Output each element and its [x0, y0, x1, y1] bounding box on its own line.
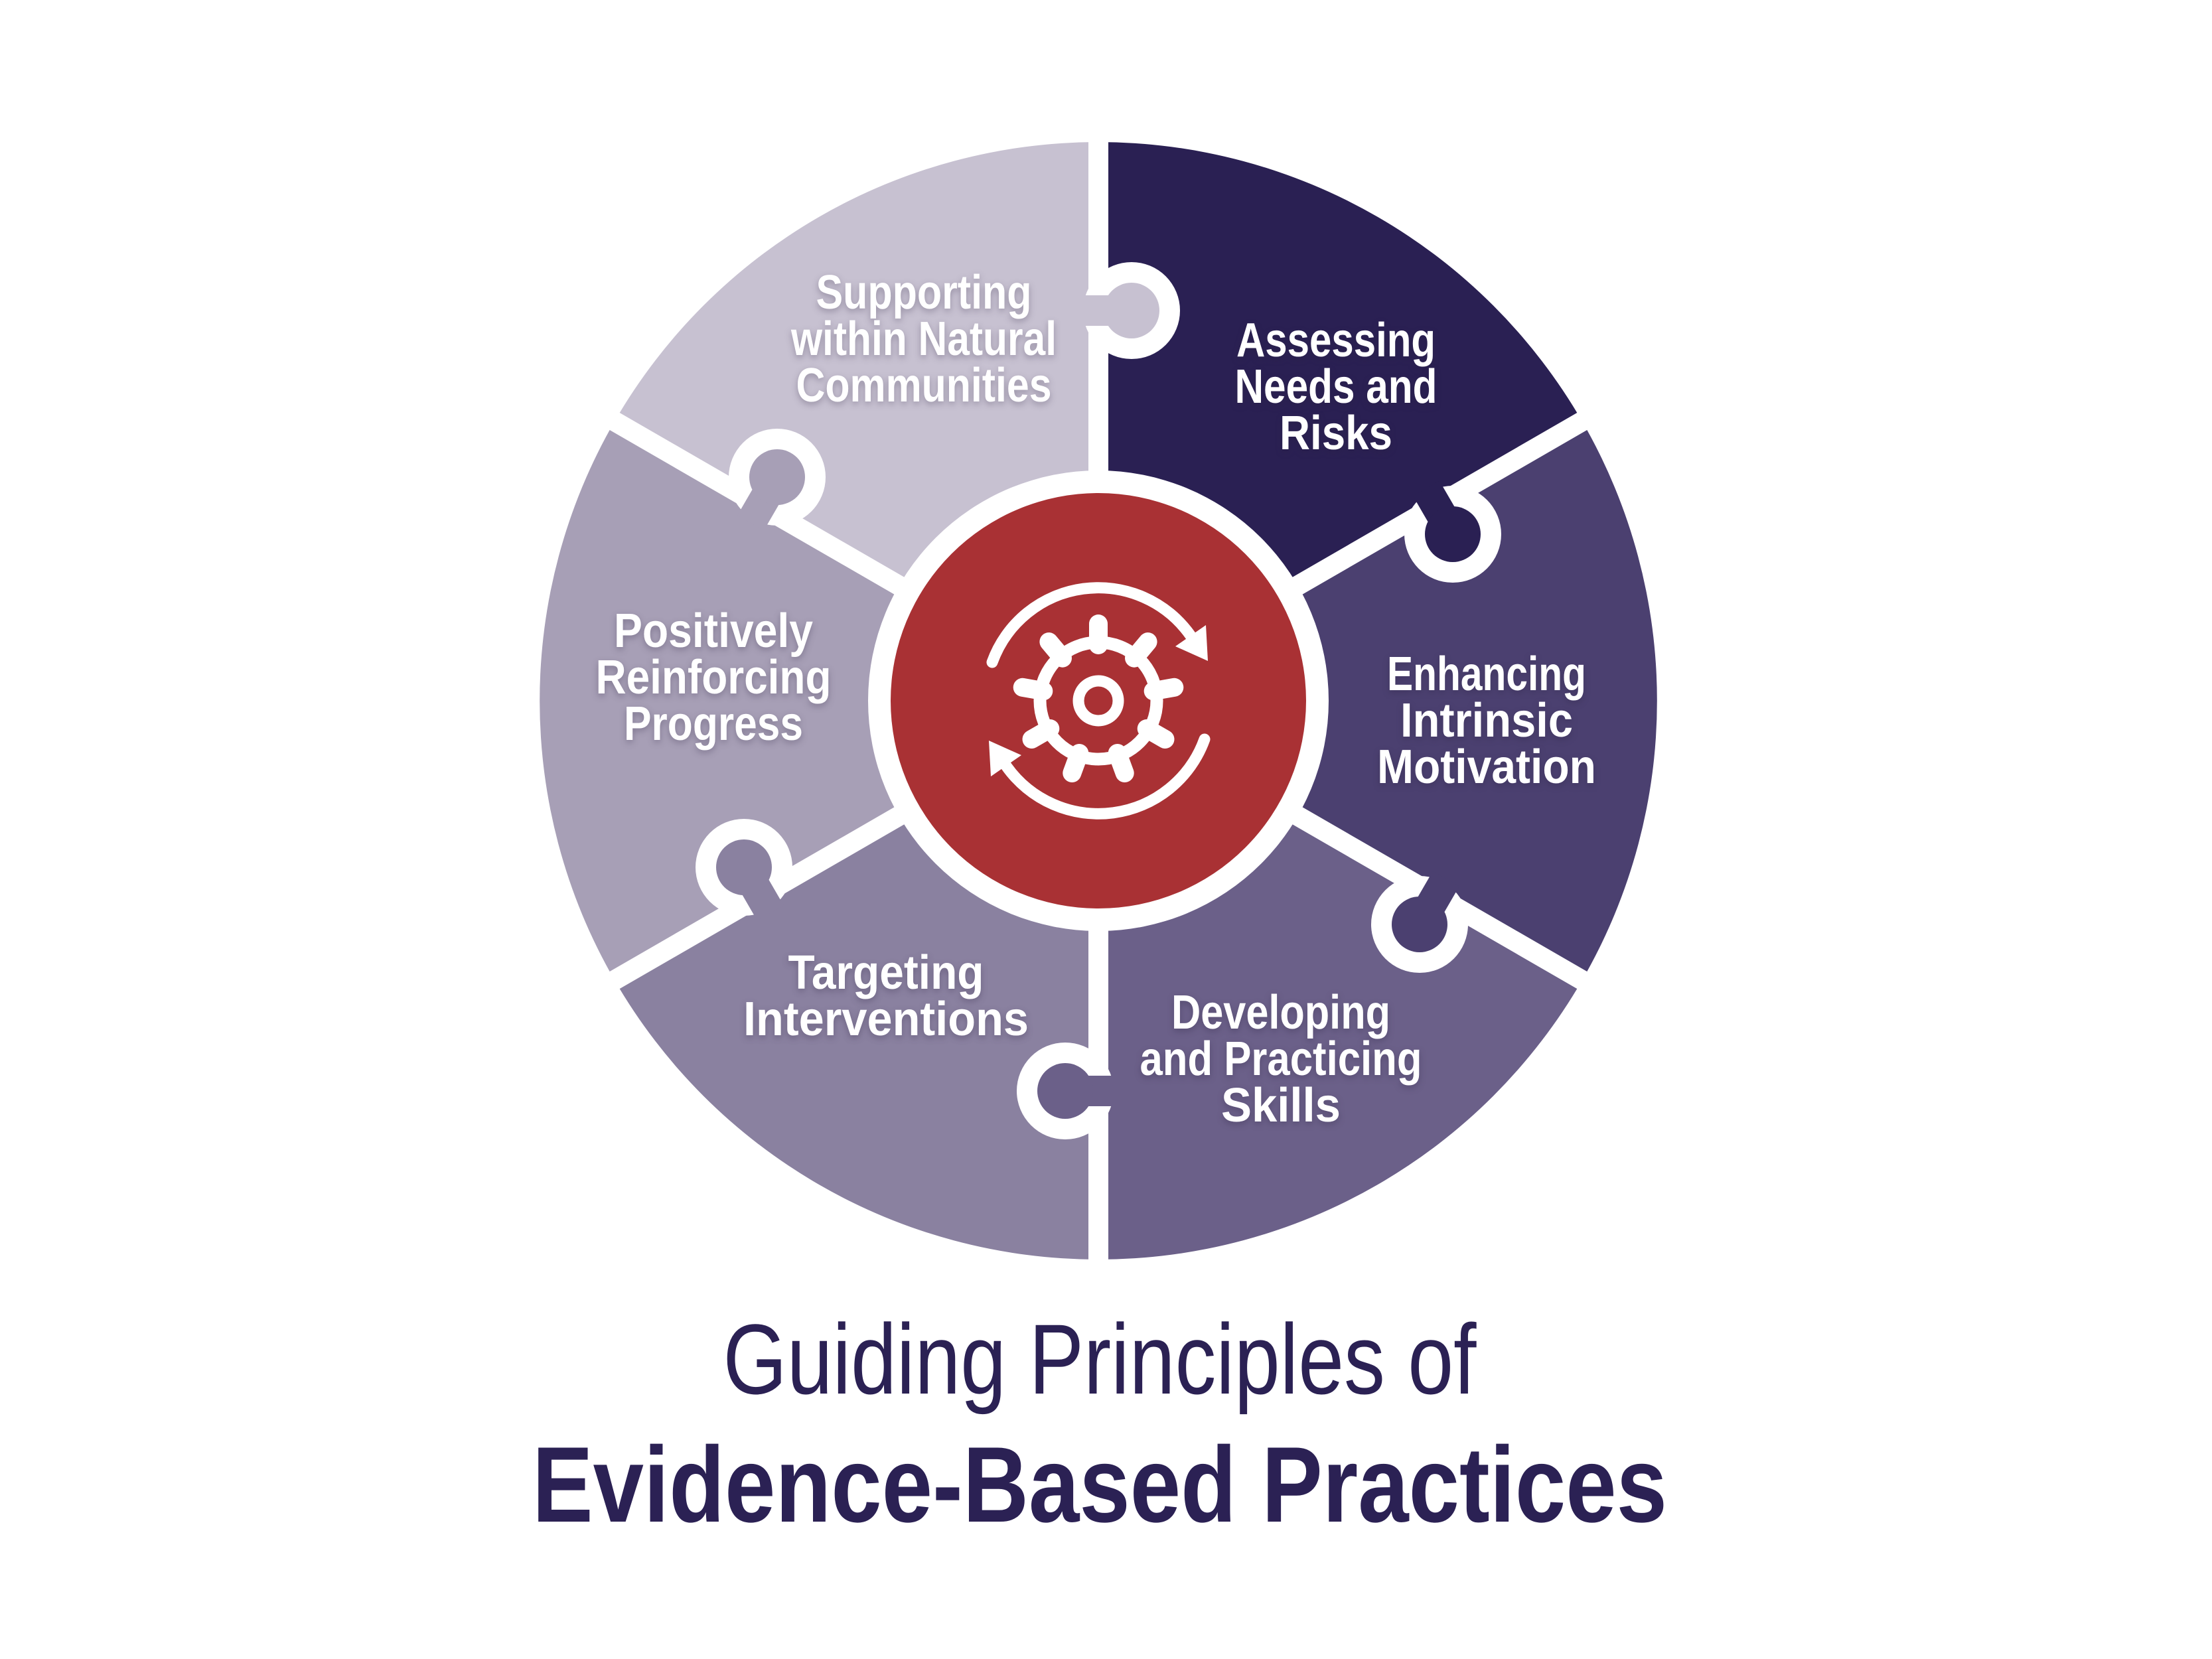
- gear-center-hole: [1072, 675, 1124, 727]
- label-line: Reinforcing: [596, 651, 832, 704]
- segment-enhancing-intrinsic-motivation: [1098, 421, 1657, 980]
- center-hub-red-circle: [891, 493, 1306, 908]
- title-line-2: Evidence-Based Practices: [532, 1425, 1667, 1545]
- continuous-process-cycle-gear-icon: [986, 582, 1211, 820]
- label-line: Supporting: [816, 266, 1032, 319]
- label-line: Intrinsic: [1400, 694, 1573, 747]
- puzzle-knob-positively: [749, 449, 805, 505]
- segment-labels: Assessing Needs and Risks Enhancing Intr…: [596, 266, 1597, 1132]
- label-developing-and-practicing-skills: Developing and Practicing Skills: [1140, 986, 1422, 1132]
- label-line: Developing: [1171, 986, 1390, 1039]
- label-line: Communities: [796, 359, 1052, 412]
- cycle-arrows-icon: [986, 582, 1211, 820]
- label-line: and Practicing: [1140, 1033, 1422, 1086]
- label-line: within Natural: [790, 313, 1057, 366]
- label-line: Enhancing: [1387, 648, 1586, 701]
- puzzle-knob-developing: [1037, 1063, 1093, 1119]
- cycle-arc-top: [986, 582, 1197, 668]
- puzzle-knob-enhancing: [1392, 897, 1447, 952]
- gear-icon: [1013, 614, 1184, 782]
- label-positively-reinforcing-progress: Positively Reinforcing Progress: [596, 605, 832, 751]
- label-line: Assessing: [1236, 314, 1436, 367]
- cycle-arrowhead-left: [989, 741, 1021, 776]
- label-line: Targeting: [788, 946, 984, 999]
- gear-teeth: [1013, 614, 1184, 782]
- title-line-1: Guiding Principles of: [723, 1303, 1477, 1415]
- puzzle-knob-targeting: [716, 839, 772, 895]
- segment-positively-reinforcing-progress: [540, 421, 1098, 980]
- puzzle-knob-supporting: [1104, 283, 1159, 338]
- label-enhancing-intrinsic-motivation: Enhancing Intrinsic Motivation: [1377, 648, 1596, 794]
- label-line: Motivation: [1377, 741, 1596, 794]
- label-targeting-interventions: Targeting Interventions: [743, 946, 1029, 1046]
- label-line: Interventions: [743, 993, 1029, 1046]
- cycle-arc-bottom: [1000, 733, 1211, 820]
- puzzle-knob-assessing: [1425, 506, 1481, 562]
- label-line: Needs and: [1235, 360, 1438, 413]
- label-line: Risks: [1280, 407, 1392, 460]
- label-line: Skills: [1221, 1079, 1341, 1132]
- label-assessing-needs-and-risks: Assessing Needs and Risks: [1235, 314, 1438, 460]
- label-supporting-within-natural-communities: Supporting within Natural Communities: [790, 266, 1057, 412]
- label-line: Progress: [624, 697, 803, 751]
- label-line: Positively: [614, 605, 813, 658]
- diagram-title: Guiding Principles of Evidence-Based Pra…: [532, 1303, 1667, 1545]
- cycle-arrowhead-right: [1175, 625, 1208, 661]
- puzzle-tab-knobs: [716, 283, 1481, 1119]
